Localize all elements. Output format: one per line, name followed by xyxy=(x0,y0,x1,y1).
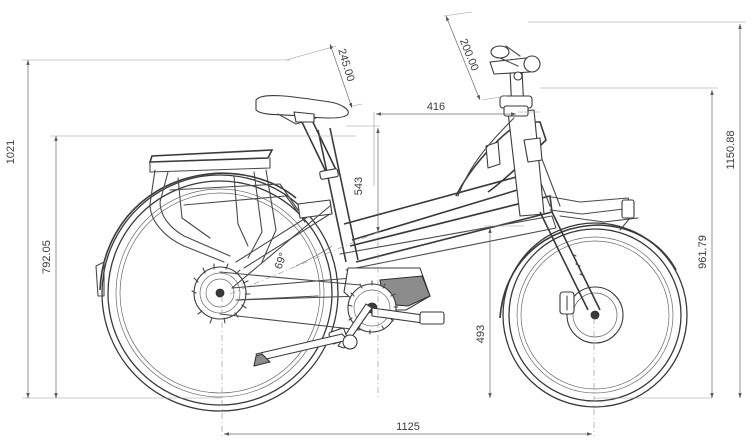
dim-seat-height: 792.05 xyxy=(41,240,53,274)
dim-seat-angle: 69° xyxy=(273,251,290,271)
bicycle-drawing xyxy=(95,45,688,412)
front-wheel xyxy=(502,222,688,408)
dim-seat-tube: 543 xyxy=(353,177,365,195)
dim-handlebar-min: 961.79 xyxy=(697,235,709,269)
dim-wheelbase: 1125 xyxy=(396,421,420,433)
rear-fender xyxy=(99,172,297,291)
dim-handlebar-max: 1150.88 xyxy=(725,131,737,170)
rear-rack xyxy=(148,149,333,269)
dim-overall-height: 1021 xyxy=(5,140,17,164)
saddle xyxy=(255,95,349,180)
dim-reach: 416 xyxy=(427,101,445,113)
dim-saddle-adjust: 245.00 xyxy=(335,47,356,83)
front-fender xyxy=(499,224,677,319)
rear-wheel xyxy=(101,174,339,412)
motor-drive xyxy=(219,267,445,367)
dim-bb-to-bar: 493 xyxy=(475,325,487,343)
handlebar xyxy=(489,45,541,117)
dimension-lines: 1021 792.05 245.00 200.00 416 543 69° 4 xyxy=(5,11,746,436)
frame xyxy=(231,109,639,311)
dim-stem-adjust: 200.00 xyxy=(457,37,481,73)
